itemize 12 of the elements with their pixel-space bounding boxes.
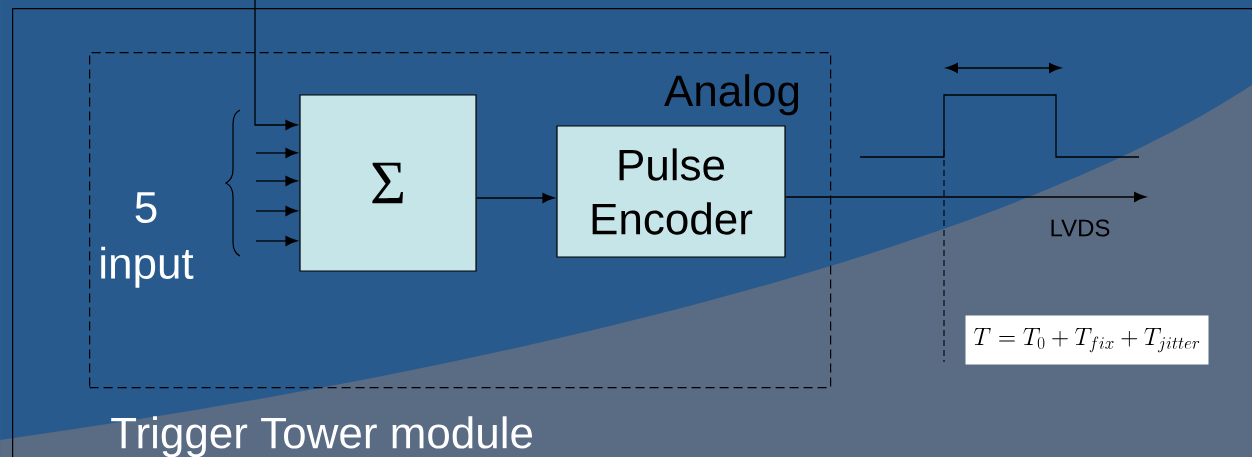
edge-label: LVDS xyxy=(1051,219,1110,237)
summer-block: Σ xyxy=(299,94,477,272)
input-count-label: 5 input xyxy=(101,192,194,288)
arrow xyxy=(255,176,298,186)
formula-box: $T = T_0 + T_{fix} + T_{jitter}$ xyxy=(965,315,1209,365)
arrow xyxy=(475,193,555,203)
arrow xyxy=(255,236,298,246)
arrow xyxy=(784,192,1147,202)
arrow xyxy=(255,206,298,216)
arrow xyxy=(254,0,298,130)
arrow xyxy=(255,148,298,158)
encoder-block: Pulse Encoder xyxy=(556,125,786,258)
